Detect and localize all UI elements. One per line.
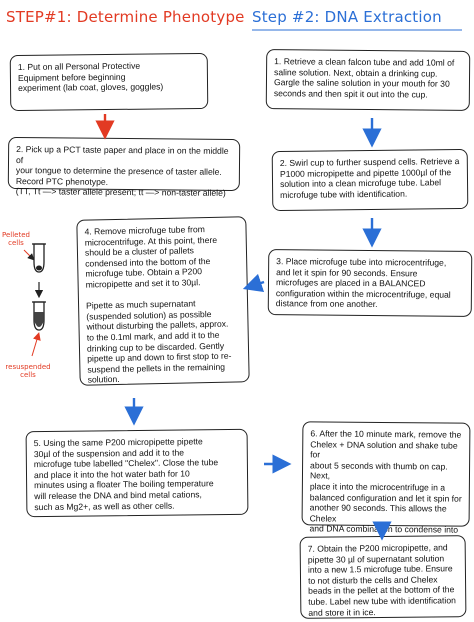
step1-title: STEP#1: Determine Phenotype xyxy=(6,8,245,26)
resuspended-cells-label: resuspended cells xyxy=(5,363,51,379)
step2-title: Step #2: DNA Extraction xyxy=(252,8,442,26)
resuspended-tube-sketch xyxy=(31,301,46,357)
pelleted-tube-sketch xyxy=(23,243,46,273)
pelleted-cells-label: Pelleted cells xyxy=(2,231,30,247)
arrow-step2-3-to-4 xyxy=(242,273,265,293)
